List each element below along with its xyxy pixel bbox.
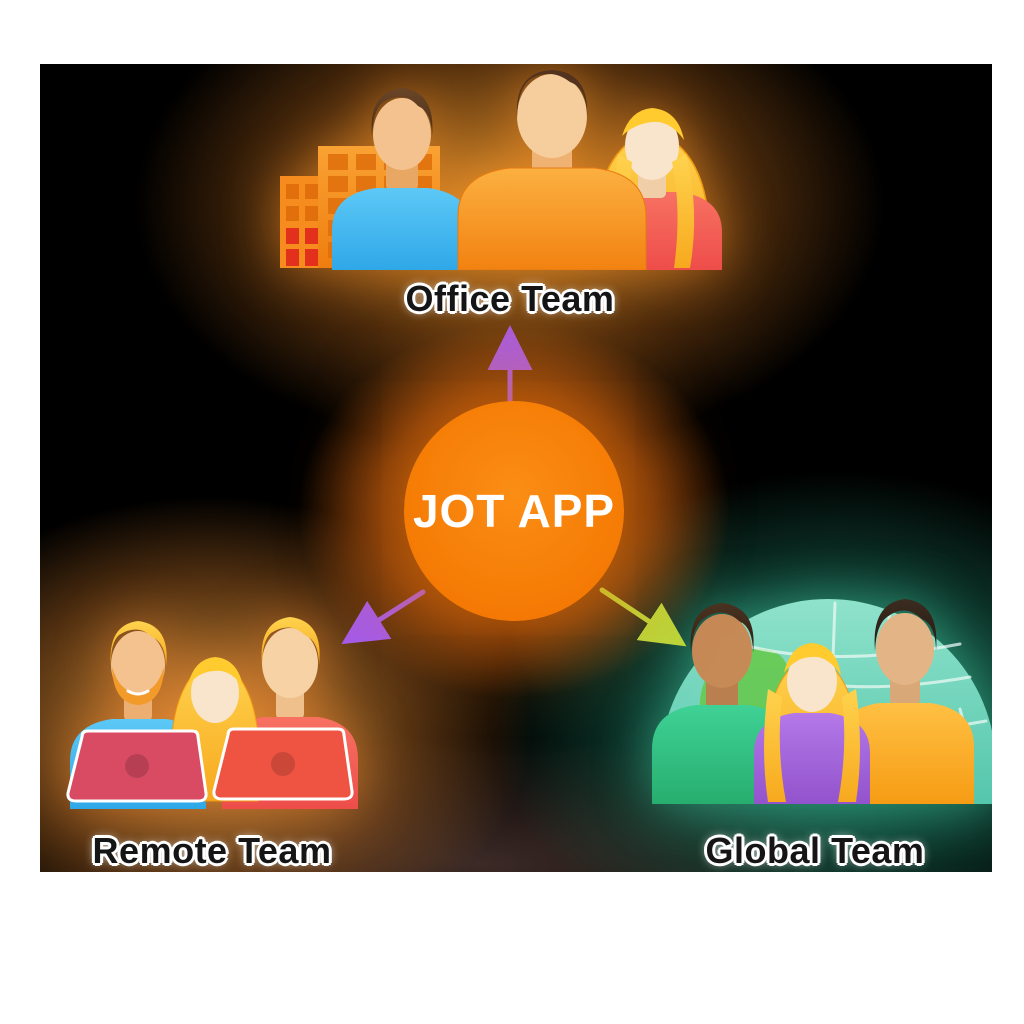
diagram-scene: JOT APP Office Team Remote Team Global T… — [40, 64, 992, 872]
hub-node: JOT APP — [404, 401, 624, 621]
office-team-label: Office Team — [405, 278, 615, 319]
global-team-illustration — [652, 599, 992, 804]
office-team-illustration — [280, 70, 722, 270]
remote-team-label: Remote Team — [92, 830, 332, 871]
global-team-label: Global Team — [705, 830, 925, 871]
person-icon-purple-shirt — [754, 643, 870, 804]
laptop-icon-red — [212, 727, 354, 801]
remote-team-illustration — [66, 617, 358, 809]
person-icon-blue-shirt — [332, 88, 472, 270]
laptop-icon-pink — [66, 729, 208, 803]
person-icon-amber-shirt — [836, 599, 974, 804]
arrow-to-remote-icon — [341, 589, 426, 645]
person-icon-orange-shirt — [457, 70, 647, 270]
hub-label: JOT APP — [412, 485, 616, 537]
